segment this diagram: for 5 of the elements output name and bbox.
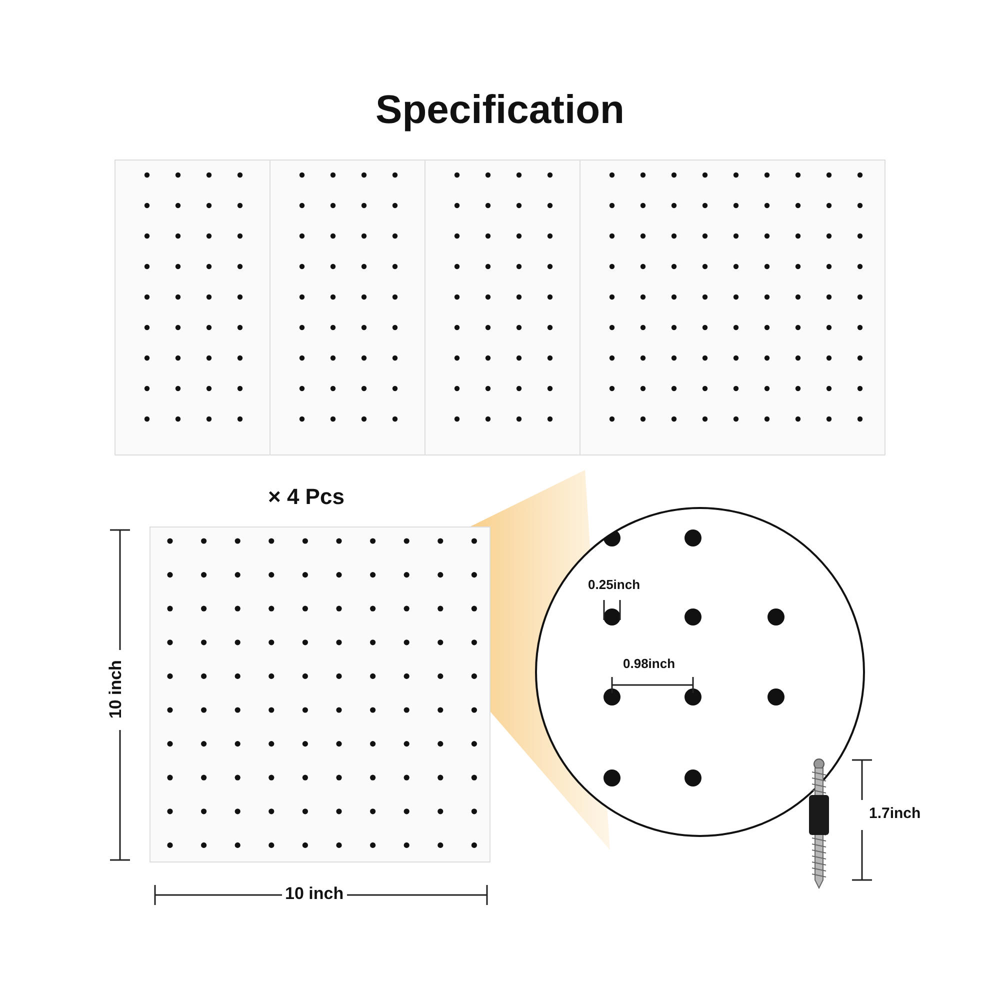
title: Specification [374, 88, 626, 132]
quantity-label: × 4 Pcs [268, 485, 344, 510]
dimension-label: 0.25inch [588, 578, 640, 592]
dimension-label: 1.7inch [869, 806, 921, 822]
dimension-label: 0.98inch [623, 657, 676, 672]
